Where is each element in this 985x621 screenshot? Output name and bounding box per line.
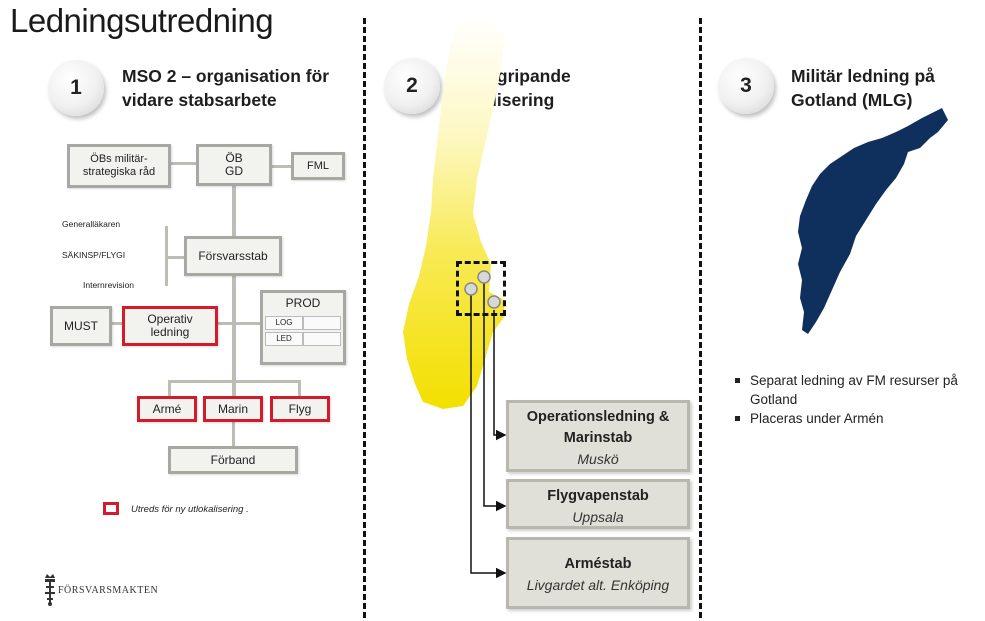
must-box: MUST: [50, 306, 112, 346]
arrow-to-operationsledning: [493, 310, 507, 441]
staff-label: SÄKINSP/FLYGI: [62, 250, 126, 260]
section-heading-line: MSO 2 – organisation för: [122, 66, 330, 86]
forsvarsstab-box: Försvarsstab: [184, 236, 282, 276]
box-label: strategiska råd: [82, 166, 156, 178]
connector-line: [170, 162, 198, 165]
log-cell: LOG: [265, 316, 303, 330]
section-number-badge: 2: [384, 58, 440, 114]
zoom-area-box: [456, 261, 506, 316]
location-name: Operationsledning &: [526, 409, 670, 425]
arrow-to-flygvapenstab: [483, 280, 507, 512]
bullet-item: Placeras under Armén: [733, 409, 983, 428]
arrow-to-armestab: [470, 292, 507, 579]
forsvarsmakten-logo: [42, 573, 58, 612]
connector-line: [232, 186, 236, 414]
obs-rad-box: ÖBs militär- strategiska råd: [67, 144, 171, 188]
connector-line: [216, 322, 262, 325]
bullet-text: Placeras under Armén: [750, 411, 884, 426]
sub-cell: [303, 316, 341, 330]
page-title: Ledningsutredning: [10, 2, 274, 39]
location-place: Livgardet alt. Enköping: [526, 577, 670, 593]
operativ-ledning-box: Operativ ledning: [122, 306, 218, 346]
bullet-marker: [735, 416, 740, 421]
bullet-text-line: Gotland: [750, 392, 798, 407]
connector-line: [232, 422, 235, 448]
location-place: Muskö: [577, 451, 619, 467]
section-heading: MSO 2 – organisation för vidare stabsarb…: [122, 64, 329, 112]
section-heading: Militär ledning på Gotland (MLG): [791, 64, 935, 112]
staff-label: Generalläkaren: [62, 219, 121, 229]
connector-line: [270, 165, 292, 168]
flyg-box: Flyg: [270, 396, 330, 422]
bullet-item: Separat ledning av FM resurser på Gotlan…: [733, 371, 983, 409]
gotland-map: [798, 108, 948, 334]
staff-label: Internrevision: [83, 280, 135, 290]
box-label: GD: [225, 164, 243, 178]
led-cell: LED: [265, 332, 303, 346]
location-pin: [487, 295, 501, 309]
arme-box: Armé: [137, 396, 197, 422]
connector-line: [232, 380, 235, 398]
logo-text: FÖRSVARSMAKTEN: [58, 585, 159, 596]
box-label: ÖB: [225, 151, 243, 165]
section-heading-line: Gotland (MLG): [791, 90, 913, 110]
connector-line: [110, 322, 124, 325]
location-name: Arméstab: [564, 556, 632, 572]
bullet-text: Separat ledning av FM resurser på Gotlan…: [750, 371, 958, 409]
connector-line: [165, 256, 185, 259]
location-name: Flygvapenstab: [547, 488, 649, 504]
legend-text: Utreds för ny utlokalisering .: [131, 504, 249, 515]
location-name: Marinstab: [563, 430, 633, 446]
section-number-badge: 3: [718, 58, 774, 114]
location-box-operationsledning: Operationsledning & Marinstab Muskö: [506, 400, 690, 472]
marin-box: Marin: [203, 396, 263, 422]
forband-box: Förband: [168, 446, 298, 474]
location-pin: [477, 270, 491, 284]
section-heading-line: Militär ledning på: [791, 66, 935, 86]
gotland-bullet-list: Separat ledning av FM resurser på Gotlan…: [733, 371, 983, 428]
box-label: Operativ: [147, 312, 193, 326]
sweden-shape: [403, 16, 505, 409]
location-box-flygvapenstab: Flygvapenstab Uppsala: [506, 479, 690, 529]
prod-box: PROD LOG LED: [260, 290, 346, 365]
bullet-marker: [735, 378, 740, 383]
section-divider: [363, 18, 366, 618]
section-number-badge: 1: [48, 60, 104, 116]
connector-line: [298, 380, 301, 398]
location-place: Uppsala: [572, 509, 624, 525]
location-arrows: [464, 270, 507, 579]
ob-gd-box: ÖB GD: [196, 144, 272, 186]
crown-emblem-icon: [45, 574, 55, 606]
location-box-armestab: Arméstab Livgardet alt. Enköping: [506, 537, 690, 609]
box-label: ledning: [150, 325, 190, 339]
section-heading-line: vidare stabsarbete: [122, 90, 277, 110]
box-label: ÖBs militär-: [90, 153, 148, 165]
sweden-map: [403, 16, 505, 409]
legend-swatch: [103, 502, 119, 515]
gotland-shape: [798, 108, 948, 334]
sub-cell: [303, 332, 341, 346]
connector-line: [168, 380, 171, 398]
fml-box: FML: [291, 152, 345, 180]
box-label: PROD: [285, 296, 321, 310]
section-divider: [699, 18, 702, 618]
location-pin: [464, 282, 478, 296]
bullet-text-line: Separat ledning av FM resurser på: [750, 373, 958, 388]
